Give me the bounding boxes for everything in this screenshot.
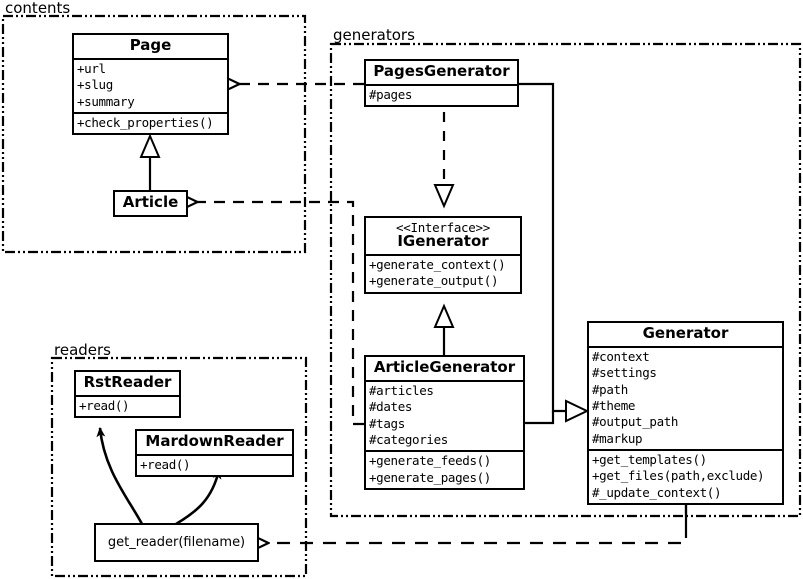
class-box-article[interactable]: Article: [113, 190, 188, 217]
class-box-page[interactable]: Page +url +slug +summary +check_properti…: [72, 33, 229, 136]
package-label-readers: readers: [52, 341, 113, 359]
function-name-get-reader: get_reader(filename): [107, 535, 246, 550]
class-attributes-articlegenerator: #articles #dates #tags #categories: [366, 379, 523, 451]
attribute: +slug: [77, 77, 113, 93]
relationship-articlegenerator-realizes-igenerator: [433, 303, 455, 355]
class-operations-rstreader: +read(): [76, 394, 179, 416]
class-operations-mardownreader: +read(): [137, 453, 292, 475]
relationship-generators-extend-generator: [519, 82, 590, 425]
class-attributes-generator: #context #settings #path #theme #output_…: [589, 345, 782, 449]
operation: +get_files(path,exclude): [592, 468, 765, 484]
attribute: #tags: [369, 415, 405, 431]
class-name-mardownreader: MardownReader: [145, 432, 284, 450]
class-name-pagesgenerator: PagesGenerator: [373, 62, 510, 80]
package-label-generators: generators: [331, 26, 417, 44]
attribute: #articles: [369, 382, 434, 398]
relationship-pagesgenerator-realizes-igenerator: [433, 112, 455, 209]
attribute: #context: [592, 348, 650, 364]
relationship-getreader-returns-mardownreader: [175, 469, 222, 526]
attribute: #theme: [592, 397, 636, 413]
attribute: #output_path: [592, 414, 679, 430]
attribute: #settings: [592, 365, 657, 381]
attribute: #markup: [592, 430, 643, 446]
function-box-get-reader[interactable]: get_reader(filename): [94, 523, 259, 562]
class-name-article: Article: [122, 193, 179, 211]
attribute: +summary: [77, 93, 135, 109]
class-box-mardownreader[interactable]: MardownReader +read(): [135, 429, 294, 478]
attribute: +url: [77, 60, 106, 76]
class-name-text: IGenerator: [397, 232, 489, 251]
class-box-articlegenerator[interactable]: ArticleGenerator #articles #dates #tags …: [364, 355, 525, 490]
class-name-generator: Generator: [642, 324, 729, 342]
operation: +generate_pages(): [369, 469, 491, 485]
attribute: #pages: [369, 86, 413, 102]
class-name-page: Page: [129, 36, 172, 54]
class-attributes-page: +url +slug +summary: [74, 57, 227, 112]
attribute: #dates: [369, 399, 413, 415]
class-operations-generator: +get_templates() +get_files(path,exclude…: [589, 449, 782, 503]
class-attributes-pagesgenerator: #pages: [366, 83, 517, 105]
operation: #_update_context(): [592, 484, 722, 500]
class-operations-page: +check_properties(): [74, 111, 227, 133]
operation: +read(): [140, 456, 191, 472]
relationship-articlegenerator-uses-article: [197, 202, 364, 426]
operation: +generate_context(): [369, 256, 506, 272]
class-box-igenerator[interactable]: <<Interface>> IGenerator +generate_conte…: [364, 216, 522, 294]
relationship-article-extends-page: [139, 133, 161, 190]
operation: +check_properties(): [77, 114, 214, 130]
relationship-generator-uses-getreader: [268, 502, 688, 543]
attribute: #categories: [369, 431, 448, 447]
class-box-pagesgenerator[interactable]: PagesGenerator #pages: [364, 59, 519, 108]
operation: +read(): [79, 397, 130, 413]
class-name-articlegenerator: ArticleGenerator: [373, 358, 516, 376]
package-label-contents: contents: [3, 0, 73, 17]
operation: +get_templates(): [592, 452, 707, 467]
class-box-rstreader[interactable]: RstReader +read(): [74, 370, 181, 419]
class-operations-igenerator: +generate_context() +generate_output(): [366, 253, 520, 292]
class-name-rstreader: RstReader: [83, 373, 172, 391]
operation: +generate_feeds(): [369, 453, 491, 469]
class-operations-articlegenerator: +generate_feeds() +generate_pages(): [366, 450, 523, 488]
class-name-igenerator: <<Interface>> IGenerator: [366, 218, 520, 254]
class-box-generator[interactable]: Generator #context #settings #path #them…: [587, 321, 784, 506]
attribute: #path: [592, 381, 628, 397]
operation: +generate_output(): [369, 273, 499, 289]
